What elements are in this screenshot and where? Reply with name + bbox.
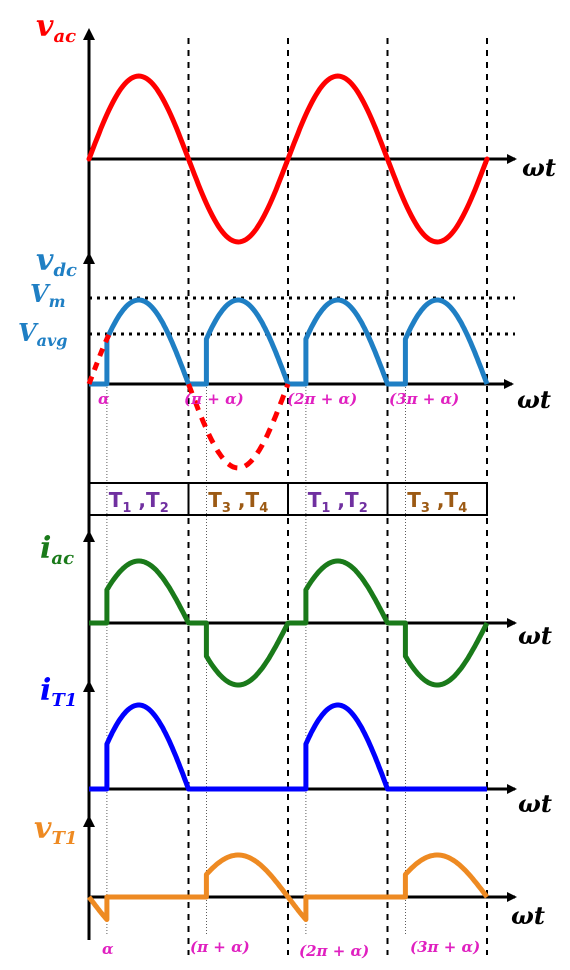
conduction-cell-2: T3 ,T4 [208, 488, 268, 516]
v-t1-wave [86, 852, 490, 922]
angle-3pi-alpha-1: (3π + α) [389, 390, 459, 408]
label-v-dc: vdc [36, 243, 77, 281]
label-omega-t-2: ωt [517, 385, 551, 414]
y-arrow-i-ac [83, 530, 95, 542]
y-arrow-v-dc [83, 252, 95, 264]
label-i-t1: iT1 [40, 673, 77, 711]
conduction-table: T1 ,T2 T3 ,T4 T1 ,T2 T3 ,T4 [88, 482, 488, 516]
label-v-m: Vm [30, 279, 66, 311]
firing-guide-lines [106, 384, 406, 935]
conduction-cell-4: T3 ,T4 [407, 488, 467, 516]
v-ac-wave [86, 73, 490, 245]
angle-alpha-1: α [98, 390, 110, 408]
v-dc-dashed-start [86, 333, 112, 385]
angle-2pi-alpha-2: (2π + α) [299, 942, 369, 960]
angle-pi-alpha-2: (π + α) [190, 938, 250, 956]
y-arrow-i-t1 [83, 680, 95, 692]
angle-2pi-alpha-1: (2π + α) [287, 390, 357, 408]
conduction-cell-1: T1 ,T2 [109, 488, 169, 516]
label-omega-t-5: ωt [511, 901, 545, 930]
label-v-t1: vT1 [34, 811, 77, 849]
y-arrow-v-ac [83, 28, 95, 40]
label-omega-t-4: ωt [518, 789, 552, 818]
label-omega-t-3: ωt [518, 621, 552, 650]
conduction-cell-3: T1 ,T2 [308, 488, 368, 516]
labels-group: vac vdc Vm Vavg iac iT1 vT1 ωt ωt ωt ωt … [18, 9, 556, 960]
label-omega-t-1: ωt [522, 153, 556, 182]
angle-alpha-2: α [102, 940, 114, 958]
angle-3pi-alpha-2: (3π + α) [410, 938, 480, 956]
label-v-ac: vac [36, 9, 76, 47]
angle-pi-alpha-1: (π + α) [184, 390, 244, 408]
label-v-avg: Vavg [18, 318, 67, 350]
label-i-ac: iac [40, 531, 74, 569]
v-dc-dashed-negative [186, 383, 291, 471]
y-arrow-v-t1 [83, 815, 95, 827]
i-ac-wave [89, 558, 490, 688]
waveforms-group [86, 73, 490, 922]
i-t1-wave [89, 702, 487, 792]
